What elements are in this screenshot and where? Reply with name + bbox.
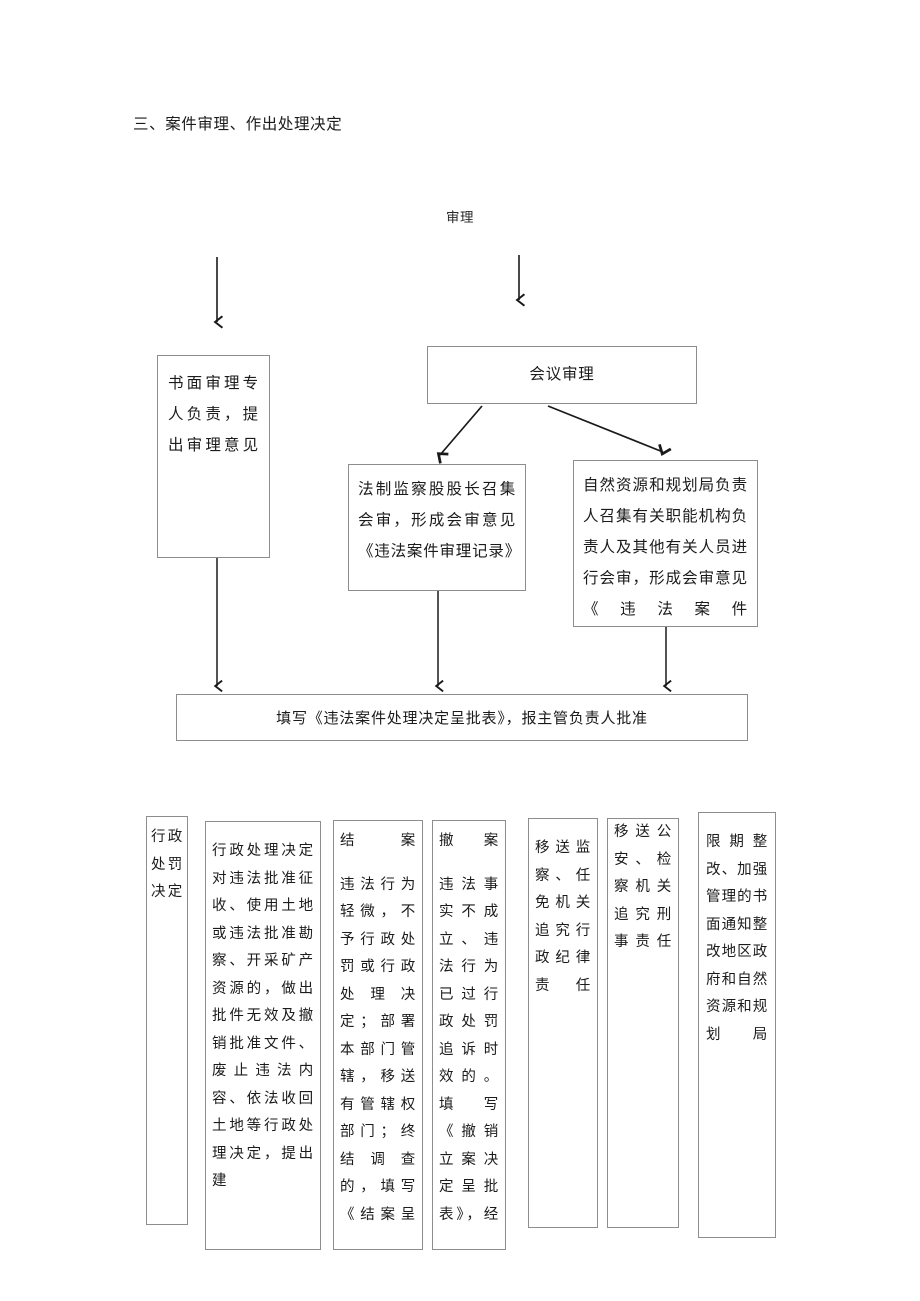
outcome-head: 撤案 bbox=[439, 833, 499, 849]
node-branch-bureau-head-text: 自然资源和规划局负责人召集有关职能机构负责人及其他有关人员进行会审，形成会审意见… bbox=[583, 477, 748, 618]
outcome-box-rectification-notice: 限期整改、加强管理的书面通知整改地区政府和自然资源和规划局 bbox=[698, 812, 776, 1238]
outcome-box-case-withdrawal: 撤案 违法事实不成立、违法行为已过行政处罚追诉时效的。填写《撤销立案决定呈批表》… bbox=[432, 820, 506, 1250]
outcome-box-transfer-supervision: 移送监察、任免机关追究行政纪律责任 bbox=[528, 818, 598, 1228]
outcome-box-transfer-police: 移送公安、检察机关追究刑事责任 bbox=[607, 818, 679, 1228]
outcome-box-administrative-disposition: 行政处理决定对违法批准征收、使用土地或违法批准勘察、开采矿产资源的，做出批件无效… bbox=[205, 821, 321, 1250]
arrow-meeting-to-branch-right bbox=[547, 405, 663, 452]
outcome-box-case-closure: 结案 违法行为轻微，不予行政处罚或行政处理决定；部署本部门管辖，移送有管辖权部门… bbox=[333, 820, 423, 1250]
outcome-body: 违法事实不成立、违法行为已过行政处罚追诉时效的。填写《撤销立案决定呈批表》，经 bbox=[439, 876, 499, 1223]
entry-label-review: 审理 bbox=[446, 210, 474, 225]
page-title: 三、案件审理、作出处理决定 bbox=[133, 116, 343, 133]
outcome-body: 移送监察、任免机关追究行政纪律责任 bbox=[535, 840, 591, 994]
outcome-box-administrative-penalty: 行政处罚决定 bbox=[146, 816, 188, 1225]
node-approval-form: 填写《违法案件处理决定呈批表》，报主管负责人批准 bbox=[176, 694, 748, 741]
node-meeting-review: 会议审理 bbox=[427, 346, 697, 404]
outcome-head: 行政处罚决定 bbox=[151, 829, 183, 900]
outcome-body-main: 移送公安、检察机关追究刑事责任 bbox=[614, 824, 672, 950]
outcome-body: 限期整改、加强管理的书面通知整改地区政府和自然资源和规划局 bbox=[706, 834, 768, 1043]
outcome-head: 结案 bbox=[340, 833, 416, 849]
node-meeting-review-text: 会议审理 bbox=[529, 366, 595, 383]
arrow-meeting-to-branch-left bbox=[440, 405, 483, 455]
outcome-body: 行政处理决定对违法批准征收、使用土地或违法批准勘察、开采矿产资源的，做出批件无效… bbox=[212, 843, 314, 1189]
outcome-body: 违法行为轻微，不予行政处罚或行政处理决定；部署本部门管辖，移送有管辖权部门；终结… bbox=[340, 876, 416, 1223]
node-approval-form-text: 填写《违法案件处理决定呈批表》，报主管负责人批准 bbox=[276, 711, 648, 727]
node-branch-legal-section: 法制监察股股长召集会审，形成会审意见《违法案件审理记录》 bbox=[348, 464, 526, 591]
node-written-review-text: 书面审理专人负责，提出审理意见 bbox=[168, 375, 259, 454]
node-branch-bureau-head: 自然资源和规划局负责人召集有关职能机构负责人及其他有关人员进行会审，形成会审意见… bbox=[573, 460, 758, 627]
node-branch-legal-section-text: 法制监察股股长召集会审，形成会审意见《违法案件审理记录》 bbox=[358, 481, 522, 560]
node-written-review: 书面审理专人负责，提出审理意见 bbox=[157, 355, 270, 558]
